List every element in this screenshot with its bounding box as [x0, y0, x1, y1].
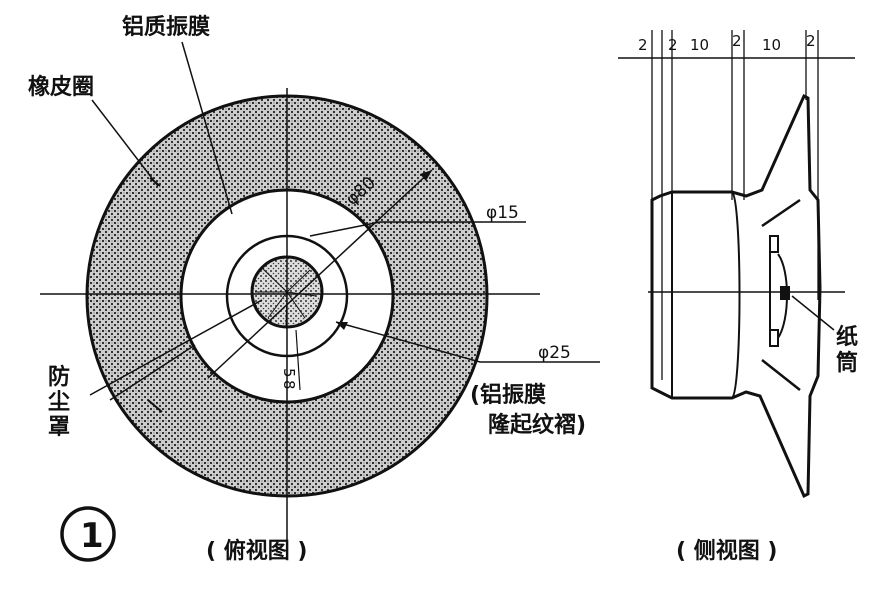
dim-2: 2: [668, 36, 678, 54]
figure-number-circle: [60, 506, 116, 562]
leader-rubber: [91, 99, 159, 187]
label-aluminum-diaphragm: 铝质振膜: [122, 14, 210, 40]
side-view: [618, 30, 855, 499]
figure-number: 1: [80, 516, 104, 556]
dim-3: 10: [690, 36, 709, 54]
dim-6: 2: [806, 32, 816, 50]
dim-5: 10: [762, 36, 781, 54]
side-profile: [650, 93, 822, 499]
label-dim-8: 8: [280, 380, 298, 390]
label-dust-cover-1: 防: [48, 365, 70, 390]
label-raised-rings: 隆起纹褶): [488, 412, 586, 438]
phi15-leader: [309, 221, 526, 237]
front-view: 铝质振膜 橡皮圈 防 尘 罩 φ80 φ15 φ25 5 8 (铝振膜 隆起纹褶…: [28, 14, 600, 564]
label-rubber-ring: 橡皮圈: [28, 74, 94, 100]
dust-cover-leader: [89, 299, 263, 396]
dim-1: 2: [638, 36, 648, 54]
label-paper-tube-2: 筒: [836, 350, 858, 376]
side-view-title: ( 侧视图 ): [676, 538, 777, 564]
label-phi15: φ15: [486, 203, 519, 223]
label-phi25: φ25: [538, 343, 571, 363]
label-al-diaphragm-2: (铝振膜: [470, 382, 546, 408]
dim-4: 2: [732, 32, 742, 50]
side-view-dims: 2 2 10 2 10 2: [638, 32, 816, 54]
label-dim-5: 5: [280, 368, 298, 378]
label-dust-cover-3: 罩: [48, 415, 70, 440]
phi25-leader: [335, 321, 600, 363]
label-dust-cover-2: 尘: [48, 390, 70, 415]
phi80-dim-line: [207, 169, 433, 379]
leader-diaphragm: [181, 41, 233, 215]
label-paper-tube-1: 纸: [836, 324, 858, 350]
front-view-title: ( 俯视图 ): [206, 538, 307, 564]
